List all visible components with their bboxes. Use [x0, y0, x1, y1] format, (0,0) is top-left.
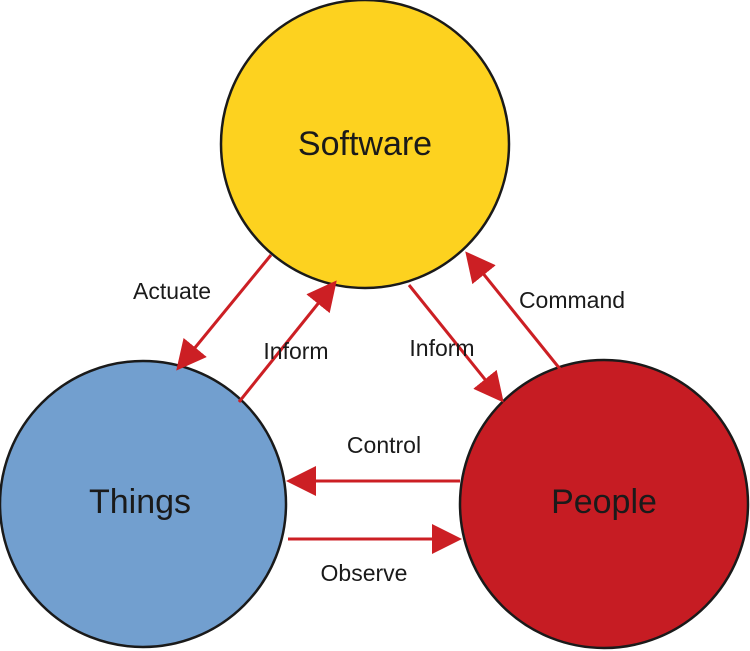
- inform-software-to-people-label: Inform: [409, 335, 474, 361]
- people-node: People: [458, 358, 750, 650]
- command-label: Command: [519, 287, 625, 313]
- things-node: Things: [0, 359, 288, 649]
- software-node: Software: [219, 0, 511, 290]
- actuate-label: Actuate: [133, 278, 211, 304]
- inform-things-to-software-arrow: [237, 280, 337, 403]
- software-circle: [219, 0, 511, 290]
- actuate-arrow: [176, 254, 273, 371]
- command-arrow: [465, 251, 562, 370]
- inform-software-to-people-arrow: [407, 284, 504, 403]
- software-label: Software: [298, 125, 432, 163]
- people-circle: [458, 358, 750, 650]
- things-circle: [0, 359, 288, 649]
- control-label: Control: [347, 432, 421, 458]
- people-label: People: [551, 483, 657, 521]
- observe-label: Observe: [321, 560, 408, 586]
- things-label: Things: [89, 483, 191, 521]
- inform-things-to-software-label: Inform: [263, 338, 328, 364]
